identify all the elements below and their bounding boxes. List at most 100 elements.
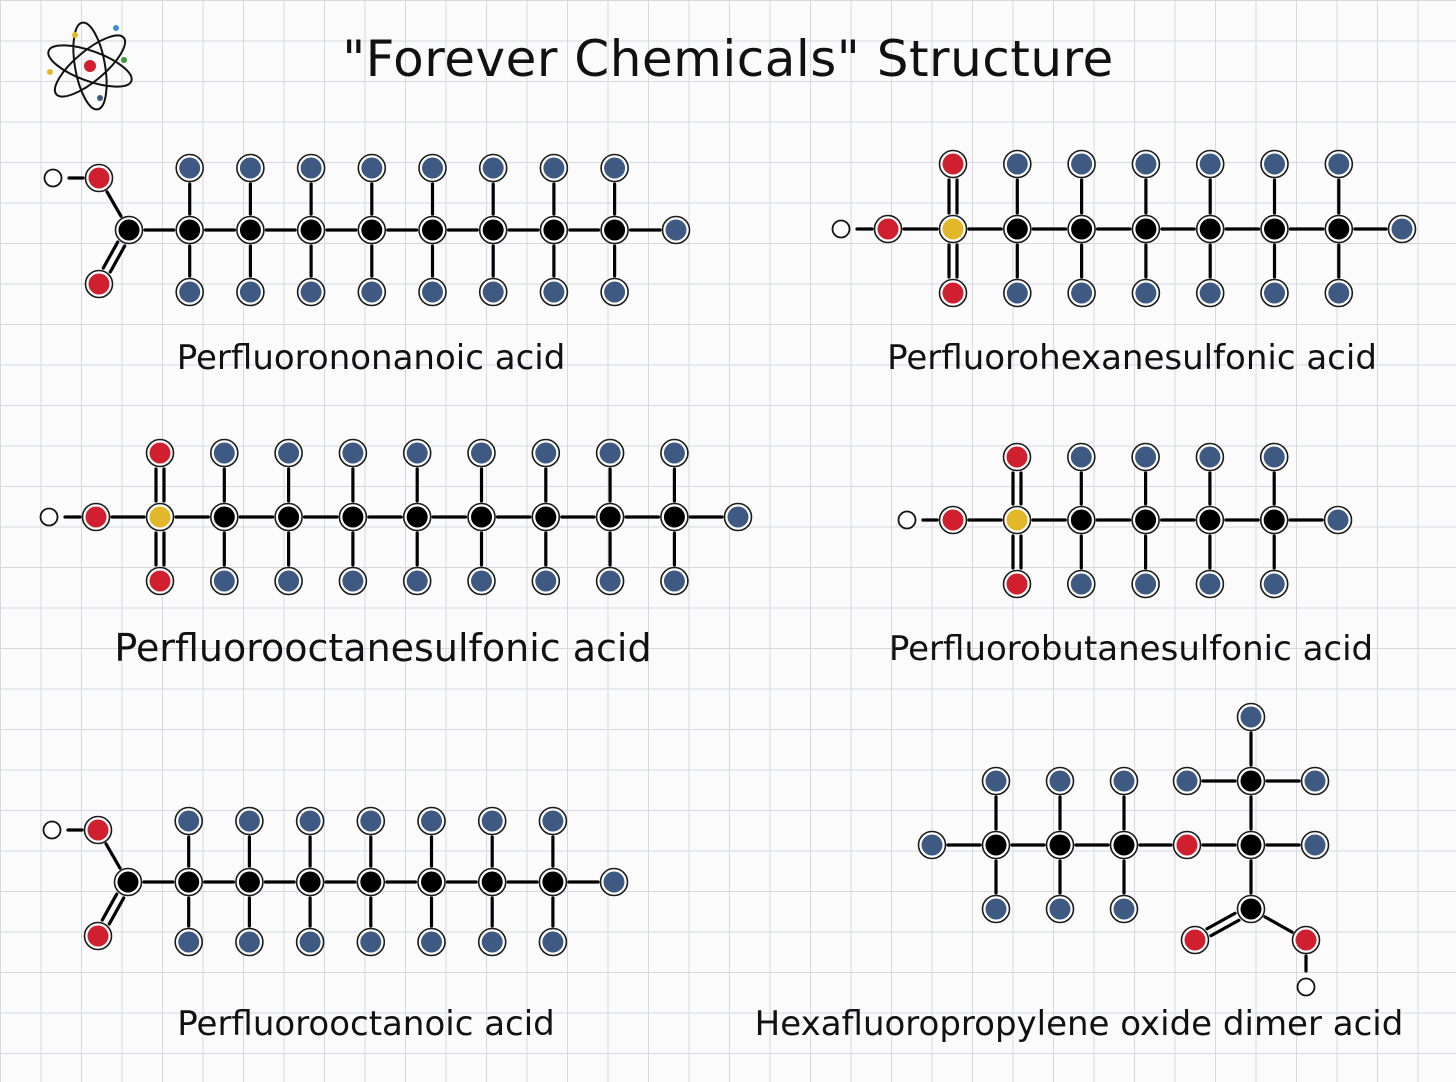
pfna-fluorine-atom xyxy=(418,153,447,183)
pfna-bond xyxy=(105,190,123,218)
pfoa-carbon-atom xyxy=(477,867,507,897)
pfoa-fluorine-atom xyxy=(417,927,446,957)
pfoa-oxygen-atom xyxy=(83,815,113,845)
genx-fluorine-atom xyxy=(1300,766,1330,796)
pfbs-fluorine-atom xyxy=(1259,442,1289,472)
pfhxs-carbon-atom xyxy=(1002,214,1032,244)
pfos-fluorine-atom xyxy=(467,566,496,596)
genx-fluorine-atom xyxy=(1045,894,1075,924)
pfhxs-carbon-atom xyxy=(1067,214,1096,244)
pfbs-hydrogen-atom xyxy=(897,510,917,530)
pfos-fluorine-atom xyxy=(467,438,496,468)
pfhxs-hydrogen-atom xyxy=(831,219,851,239)
pfoa-bond xyxy=(100,892,119,922)
pfbs-carbon-atom xyxy=(1131,505,1160,535)
genx-carbon-atom xyxy=(1109,830,1139,860)
pfos-fluorine-atom xyxy=(531,438,561,468)
pfos-fluorine-atom xyxy=(402,438,432,468)
pfna-bond xyxy=(101,240,120,270)
pfbs-fluorine-atom xyxy=(1259,569,1289,599)
pfos-oxygen-atom xyxy=(81,502,111,532)
pfna-fluorine-atom xyxy=(236,153,265,183)
pfos-fluorine-atom xyxy=(210,438,239,468)
pfos-fluorine-atom xyxy=(660,438,689,468)
pfoa-carbon-atom xyxy=(113,867,143,897)
genx-fluorine-atom xyxy=(981,766,1011,796)
genx-carbon-atom xyxy=(1236,766,1266,796)
pfos-fluorine-atom xyxy=(723,502,753,532)
pfoa-bond xyxy=(104,842,122,870)
molecule-label-pfhxs: Perfluorohexanesulfonic acid xyxy=(887,338,1377,378)
pfoa-carbon-atom xyxy=(538,867,568,897)
pfos-oxygen-atom xyxy=(145,438,175,468)
pfoa-fluorine-atom xyxy=(599,867,629,897)
pfna-fluorine-atom xyxy=(539,277,569,307)
pfoa-fluorine-atom xyxy=(356,927,386,957)
pfos-fluorine-atom xyxy=(595,566,625,596)
pfhxs-carbon-atom xyxy=(1260,214,1289,244)
pfna-fluorine-atom xyxy=(600,277,629,307)
pfoa-hydrogen-atom xyxy=(42,820,62,840)
pfos-fluorine-atom xyxy=(660,566,689,596)
pfoa-fluorine-atom xyxy=(417,806,446,836)
pfbs-carbon-atom xyxy=(1067,505,1096,535)
genx-fluorine-atom xyxy=(1236,702,1266,732)
pfna-fluorine-atom xyxy=(539,153,569,183)
pfbs-fluorine-atom xyxy=(1067,442,1096,472)
pfhxs-fluorine-atom xyxy=(1260,278,1289,308)
pfoa-bond xyxy=(107,896,126,926)
genx-oxygen-atom xyxy=(1291,925,1321,955)
pfos-fluorine-atom xyxy=(338,438,368,468)
pfhxs-oxygen-atom xyxy=(873,214,903,244)
pfbs-oxygen-atom xyxy=(1002,569,1032,599)
pfos-fluorine-atom xyxy=(338,566,368,596)
pfhxs-fluorine-atom xyxy=(1324,149,1354,179)
pfos-oxygen-atom xyxy=(145,566,175,596)
pfbs-fluorine-atom xyxy=(1131,569,1160,599)
genx-oxygen-atom xyxy=(1180,925,1210,955)
pfhxs-fluorine-atom xyxy=(1195,149,1225,179)
genx-fluorine-atom xyxy=(1172,766,1202,796)
pfna-fluorine-atom xyxy=(661,215,691,245)
pfos-hydrogen-atom xyxy=(39,507,59,527)
genx-fluorine-atom xyxy=(1109,894,1139,924)
genx-bond xyxy=(1263,915,1294,934)
pfos-fluorine-atom xyxy=(531,566,561,596)
pfhxs-fluorine-atom xyxy=(1002,149,1032,179)
genx-fluorine-atom xyxy=(1045,766,1075,796)
pfna-oxygen-atom xyxy=(84,269,114,299)
pfoa-oxygen-atom xyxy=(83,921,113,951)
pfos-carbon-atom xyxy=(660,502,689,532)
pfhxs-fluorine-atom xyxy=(1067,149,1096,179)
pfbs-fluorine-atom xyxy=(1131,442,1160,472)
pfhxs-carbon-atom xyxy=(1131,214,1161,244)
genx-carbon-atom xyxy=(1236,894,1266,924)
pfhxs-fluorine-atom xyxy=(1002,278,1032,308)
pfoa-fluorine-atom xyxy=(235,806,264,836)
genx-bond xyxy=(1205,911,1237,931)
pfna-fluorine-atom xyxy=(357,277,387,307)
pfos-carbon-atom xyxy=(595,502,625,532)
pfoa-fluorine-atom xyxy=(174,806,203,836)
pfbs-carbon-atom xyxy=(1259,505,1289,535)
pfhxs-fluorine-atom xyxy=(1067,278,1096,308)
genx-carbon-atom xyxy=(1236,830,1266,860)
pfhxs-fluorine-atom xyxy=(1260,149,1289,179)
pfoa-fluorine-atom xyxy=(295,927,325,957)
molecule-label-genx: Hexafluoropropylene oxide dimer acid xyxy=(754,1004,1404,1044)
genx-fluorine-atom xyxy=(1300,830,1330,860)
pfoa-carbon-atom xyxy=(174,867,203,897)
pfos-fluorine-atom xyxy=(402,566,432,596)
pfhxs-fluorine-atom xyxy=(1131,149,1161,179)
genx-fluorine-atom xyxy=(917,830,947,860)
pfna-carbon-atom xyxy=(236,215,265,245)
pfna-carbon-atom xyxy=(418,215,447,245)
pfoa-fluorine-atom xyxy=(295,806,325,836)
pfos-sulfur-atom xyxy=(145,502,175,532)
genx-oxygen-atom xyxy=(1172,830,1202,860)
pfna-fluorine-atom xyxy=(296,153,326,183)
genx-carbon-atom xyxy=(981,830,1011,860)
pfna-fluorine-atom xyxy=(175,277,204,307)
genx-bond xyxy=(1209,918,1241,938)
